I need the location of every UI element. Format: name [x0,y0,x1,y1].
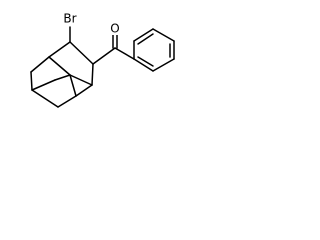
oxygen-label: O [110,22,119,36]
oxygen-label-bg [110,23,120,35]
phenyl-inner-bond-1 [137,33,154,45]
chemical-structure: Br O [30,12,175,108]
bond-c7-c8 [91,63,94,86]
bond-c6-c7 [75,84,93,97]
bond-c9-c7 [69,74,93,86]
cage-skeleton [30,41,94,108]
bond-carbonyl-phenyl [114,47,135,60]
bond-c10-c9 [54,74,71,81]
phenyl-inner-bond-3 [137,56,154,67]
bond-c4-c10 [31,79,56,91]
bond-c5-c6 [57,95,77,108]
phenyl-ring [133,28,175,72]
bond-c4-c5 [31,89,59,108]
bond-c8-cbr [69,41,94,65]
bromine-label: Br [63,12,76,26]
bond-c9-c6 [69,74,77,97]
bromine-label-bg [60,12,80,26]
bond-c2-c3 [30,56,50,73]
bond-cbr-c2 [48,41,71,58]
phenyl-bond-2 [133,28,154,42]
phenyl-bond-5 [152,58,175,72]
bond-ring-carbonyl [92,47,116,65]
phenyl-bond-3 [152,28,175,42]
bond-c3-c4 [30,71,33,91]
carbonyl-group [92,33,135,65]
phenyl-bond-6 [133,58,154,72]
bond-c2-c9 [48,56,71,76]
